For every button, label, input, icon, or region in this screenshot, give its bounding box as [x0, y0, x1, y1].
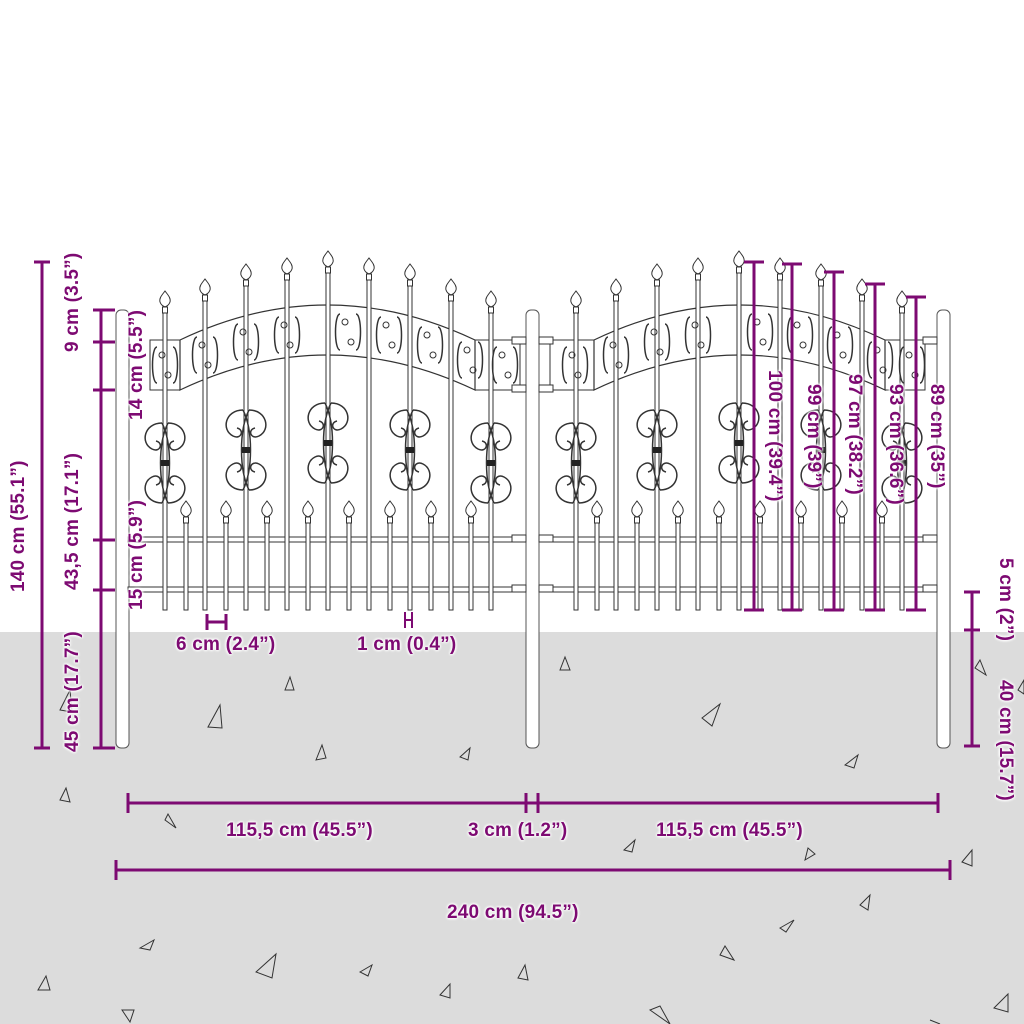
- label-panel-height: 43,5 cm (17.1”): [62, 452, 83, 590]
- label-bottom-rail-spacing: 15 cm (5.9”): [126, 499, 147, 610]
- right-panel: [538, 250, 938, 611]
- label-picket-height-2: 99 cm (39”): [803, 384, 824, 489]
- label-picket-height-4: 93 cm (36.6”): [885, 384, 906, 505]
- label-overall-height: 140 cm (55.1”): [8, 460, 29, 592]
- left-panel: [127, 250, 527, 611]
- ground-texture: [37, 655, 1024, 1024]
- label-in-ground-depth: 45 cm (17.7”): [62, 631, 83, 752]
- label-post-clearance: 5 cm (2”): [995, 558, 1016, 642]
- label-left-panel-width: 115,5 cm (45.5”): [226, 820, 373, 841]
- label-total-width: 240 cm (94.5”): [447, 902, 579, 923]
- label-picket-width: 1 cm (0.4”): [357, 634, 457, 655]
- label-panel-gap: 3 cm (1.2”): [468, 820, 568, 841]
- label-top-band-height: 14 cm (5.5”): [126, 309, 147, 420]
- label-post-in-ground: 40 cm (15.7”): [995, 680, 1016, 801]
- ground-area: [0, 632, 1024, 1024]
- label-picket-height-5: 89 cm (35”): [926, 384, 947, 489]
- label-top-arch-height: 9 cm (3.5”): [62, 252, 83, 352]
- posts: [115, 309, 951, 749]
- dimension-lines: [34, 260, 980, 880]
- label-picket-gap: 6 cm (2.4”): [176, 634, 276, 655]
- label-right-panel-width: 115,5 cm (45.5”): [656, 820, 803, 841]
- label-picket-height-3: 97 cm (38.2”): [844, 374, 865, 495]
- label-picket-height-1: 100 cm (39.4”): [764, 370, 785, 502]
